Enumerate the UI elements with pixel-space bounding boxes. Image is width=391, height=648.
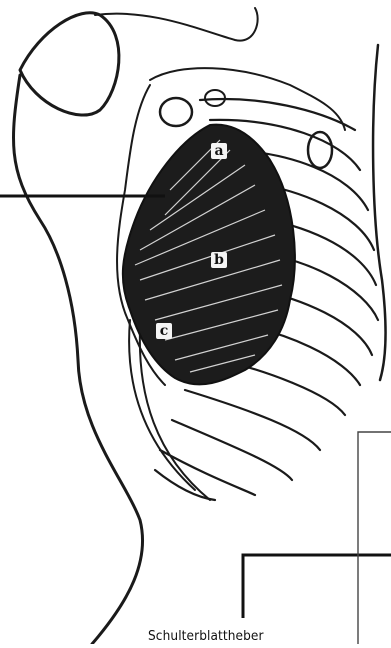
joint-head — [160, 98, 192, 126]
arm-outline — [20, 13, 119, 115]
label-a: a — [211, 143, 227, 159]
chest-contour — [373, 45, 386, 380]
serratus-muscle — [123, 125, 295, 385]
sternum-head — [308, 132, 332, 168]
arm-inner-contour — [95, 8, 258, 41]
torso-contour — [13, 75, 142, 644]
label-b: b — [211, 252, 227, 268]
frame-corner — [358, 432, 391, 644]
label-c: c — [156, 323, 172, 339]
caption-label: Schulterblattheber — [148, 628, 264, 644]
